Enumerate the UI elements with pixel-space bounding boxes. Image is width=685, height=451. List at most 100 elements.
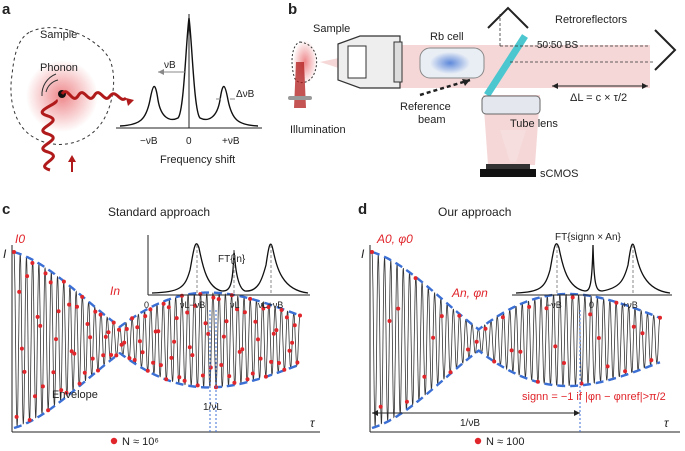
tube-lens-label: Tube lens — [510, 118, 558, 130]
panel-letter-d: d — [358, 201, 367, 218]
sample-point — [370, 250, 374, 254]
sample-point — [253, 319, 258, 324]
sample-point — [509, 348, 514, 353]
sample-point — [277, 361, 281, 365]
sample-point — [640, 331, 645, 336]
sample-point — [17, 289, 22, 294]
sample-point — [492, 359, 497, 364]
sample-point — [77, 381, 82, 386]
sample-point — [378, 404, 383, 409]
sample-point — [117, 327, 121, 332]
sample-point — [190, 353, 195, 358]
sample-point — [101, 353, 106, 358]
sample-point — [248, 296, 253, 301]
envelope-lower — [371, 349, 661, 430]
sample-point — [51, 370, 56, 375]
ylabel-d: I — [361, 247, 365, 261]
in-label: In — [110, 284, 120, 298]
sample-point — [140, 350, 145, 355]
inset-tick-d-0: −νB — [546, 300, 562, 310]
sample-point — [151, 360, 156, 365]
retroreflector-label: Retroreflectors — [555, 14, 628, 26]
sample-point — [43, 271, 48, 276]
sample-point — [33, 394, 37, 399]
sample-point — [295, 360, 300, 365]
camera — [486, 164, 530, 169]
sample-outline — [10, 27, 115, 145]
sample-point — [69, 349, 74, 354]
sample-point — [396, 306, 401, 311]
sample-point — [227, 374, 232, 379]
sample-b — [291, 41, 318, 83]
sample-point — [274, 328, 279, 333]
sample-point — [562, 361, 566, 365]
delta-nu-b-label: ΔνB — [236, 89, 255, 100]
sample-point — [64, 390, 69, 395]
sample-point — [143, 314, 148, 319]
sample-point — [156, 329, 161, 334]
sample-point — [96, 368, 100, 373]
sample-point — [284, 315, 289, 320]
sample-point — [242, 310, 247, 315]
scattered-wave — [60, 90, 128, 101]
period-c: 1/νL — [203, 402, 222, 413]
sample-point — [182, 378, 187, 383]
sample-point — [623, 369, 628, 374]
sample-point — [93, 309, 98, 314]
tick-plus-a: +νB — [222, 136, 240, 147]
an-label: An, φn — [451, 286, 488, 300]
sample-point — [422, 374, 427, 379]
panel-letter-a: a — [2, 1, 11, 18]
rb-cell-label: Rb cell — [430, 31, 464, 43]
inset-tick-c-2: νL — [230, 300, 240, 310]
sample-point — [200, 373, 205, 378]
sample-point — [258, 356, 263, 361]
tick-minus-a: −νB — [140, 136, 158, 147]
sample-point — [85, 322, 90, 326]
sample-point — [298, 313, 302, 318]
panel-d: d Our approach I τ A0, φ0 An, φn 1/νB si… — [358, 201, 680, 448]
sample-point — [179, 293, 184, 298]
signal-trace — [371, 251, 661, 427]
phonon-label: Phonon — [40, 62, 78, 74]
sample-point — [535, 379, 540, 384]
sample-point — [106, 330, 111, 335]
sample-point — [27, 418, 32, 422]
ylabel-c: I — [3, 247, 7, 261]
reference-beam-arrow — [419, 78, 471, 97]
sample-point — [145, 368, 150, 373]
sample-point — [61, 279, 66, 284]
sample-point — [658, 315, 662, 320]
count-d: N ≈ 100 — [486, 436, 524, 448]
sample-point — [158, 363, 163, 368]
sample-point — [261, 306, 266, 311]
inset-d: FT{signn × An} −νB 0 +νB — [512, 232, 672, 310]
sample-point — [232, 380, 237, 385]
sample-point — [88, 335, 93, 340]
sample-point — [161, 301, 166, 306]
bs-label: 50:50 BS — [537, 40, 578, 51]
sample-point — [46, 408, 51, 413]
inset-tick-d-2: +νB — [622, 300, 638, 310]
sample-point — [137, 339, 142, 344]
inset-tick-c-1: νL−νB — [180, 300, 205, 310]
count-c: N ≈ 10⁶ — [122, 436, 159, 448]
sample-point — [266, 305, 271, 309]
sample-point — [263, 374, 268, 379]
sample-point — [166, 305, 171, 310]
xlabel-a: Frequency shift — [160, 154, 235, 166]
sample-point — [466, 347, 470, 352]
inset-title-c: FT{In} — [218, 254, 246, 265]
sample-point — [457, 313, 462, 318]
sample-point — [250, 371, 255, 376]
sample-point — [256, 337, 260, 342]
i0-label: I0 — [15, 232, 25, 246]
panel-c: c Standard approach I τ I0 In Envelope 1… — [2, 201, 320, 448]
sample-point — [221, 334, 226, 339]
panel-b: b Sample Illumination Rb cell 50:50 BS R… — [288, 1, 677, 180]
inset-tick-c-3: νL+νB — [258, 300, 283, 310]
inset-c: FT{In} 0 νL−νB νL νL+νB — [144, 235, 310, 310]
sample-label-b: Sample — [313, 23, 350, 35]
sample-point — [48, 280, 53, 285]
